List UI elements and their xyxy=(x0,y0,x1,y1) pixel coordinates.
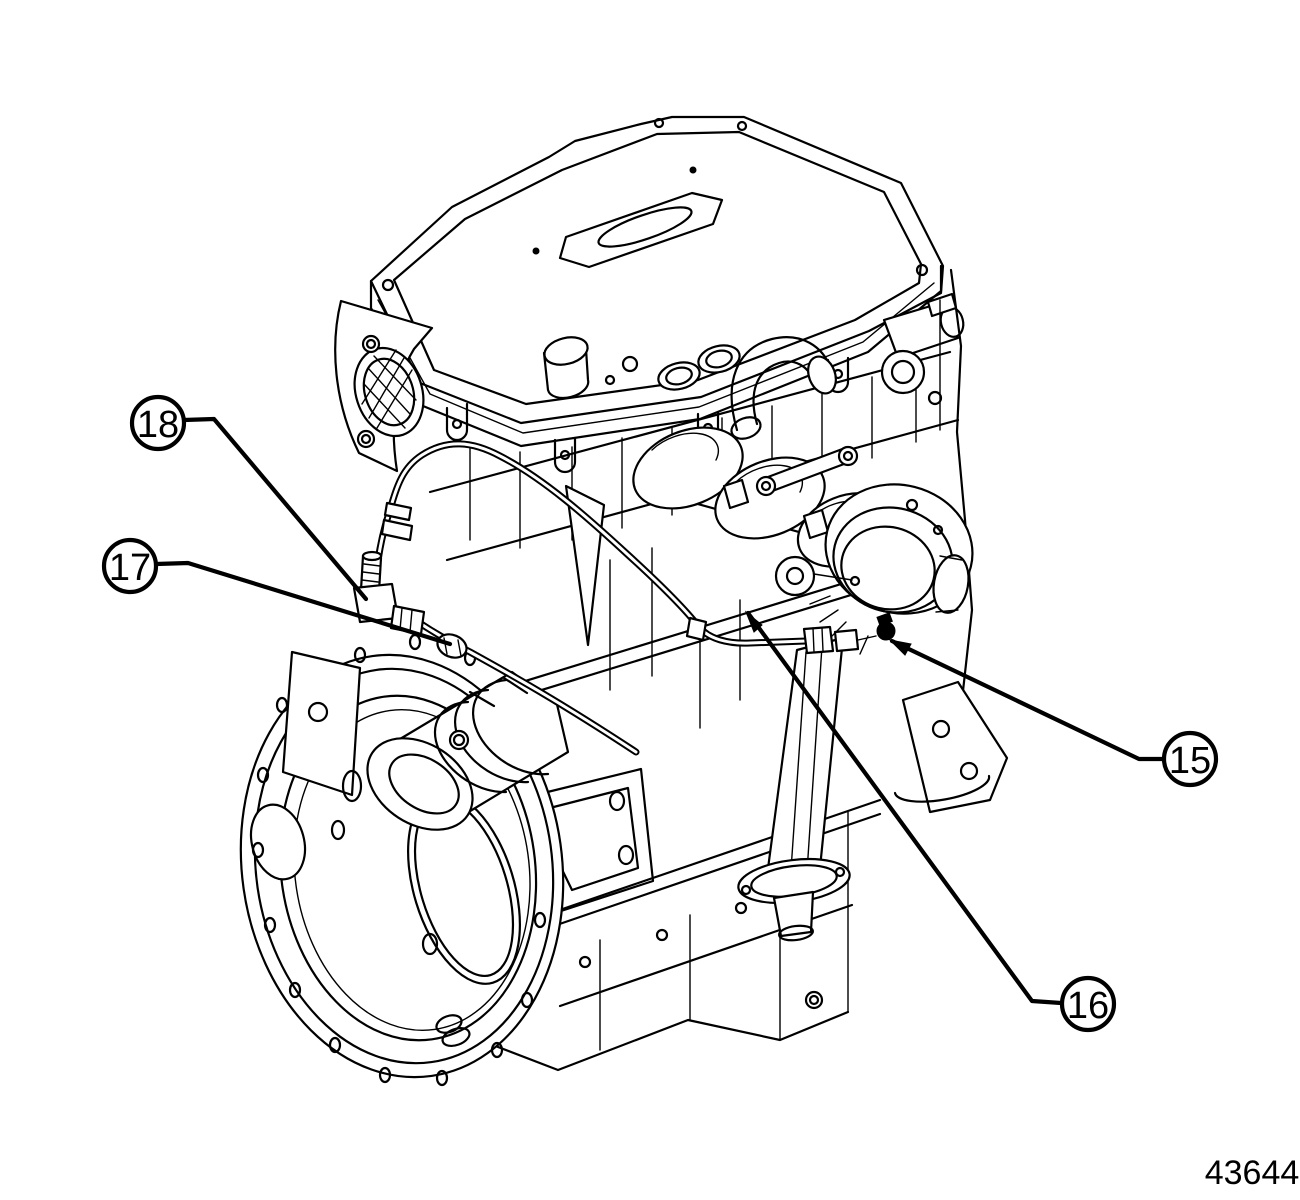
oil-pan xyxy=(392,1005,850,1072)
housing-tab xyxy=(281,650,362,797)
flywheel-housing xyxy=(239,633,570,1087)
cover-label-oval xyxy=(597,206,693,248)
pto-cylinder xyxy=(366,670,570,831)
elbow-fitting xyxy=(352,550,426,636)
callout-label: 17 xyxy=(109,547,151,589)
callout-circle xyxy=(1161,730,1219,788)
callout-label: 16 xyxy=(1067,985,1109,1027)
callout-circle xyxy=(129,394,187,452)
callout-18: 18 xyxy=(129,394,369,602)
callout-label: 18 xyxy=(137,404,179,446)
rear-bracket xyxy=(901,680,1009,814)
intake-elbow xyxy=(730,336,833,432)
callout-label: 15 xyxy=(1169,740,1211,782)
dipstick-wedge xyxy=(564,484,606,647)
exhaust-downpipe xyxy=(737,636,851,942)
turbocharger xyxy=(755,445,974,655)
callout-circle xyxy=(101,537,159,595)
turbo-end-fittings xyxy=(802,612,896,655)
drain-plug xyxy=(804,990,824,1010)
figure-number: 43644 xyxy=(1205,1154,1300,1192)
callout-15: 15 xyxy=(888,638,1219,788)
turbo-hub xyxy=(774,555,816,597)
left-timing-bracket xyxy=(334,299,434,473)
callout-17: 17 xyxy=(101,537,453,647)
callout-circle xyxy=(1059,975,1117,1033)
valve-cover xyxy=(369,115,945,474)
compressor-inlet xyxy=(932,554,970,614)
callout-16: 16 xyxy=(744,610,1117,1033)
